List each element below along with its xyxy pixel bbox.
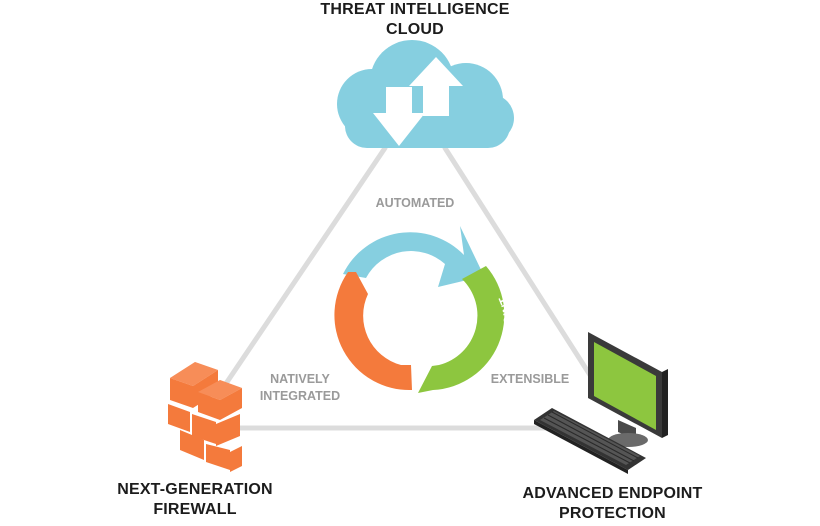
cloud-title-line1: THREAT INTELLIGENCE xyxy=(320,1,510,18)
edge-label-natively-line2: INTEGRATED xyxy=(259,389,341,403)
cycle-ring: CLOUD ENDPOINT NETWORK xyxy=(311,198,515,393)
upload-arrow-icon xyxy=(409,57,463,116)
endpoint-node-title: ADVANCED ENDPOINT PROTECTION xyxy=(500,484,725,524)
edge-label-natively-integrated: NATIVELY INTEGRATED xyxy=(240,371,360,405)
triangle-connectors xyxy=(222,145,593,431)
cloud-node-title: THREAT INTELLIGENCE CLOUD xyxy=(280,0,550,40)
cycle-segment-cloud xyxy=(343,226,484,287)
cloud-title-line2: CLOUD xyxy=(386,21,444,38)
download-arrow-icon xyxy=(373,87,425,146)
cloud-icon xyxy=(337,40,514,148)
edge-label-extensible: EXTENSIBLE xyxy=(470,371,590,388)
endpoint-title-line2: PROTECTION xyxy=(559,505,666,522)
computer-icon xyxy=(588,332,668,447)
edge-label-automated-text: AUTOMATED xyxy=(375,196,455,210)
firewall-title-line1: NEXT-GENERATION xyxy=(117,481,273,498)
edge-cloud-endpoint xyxy=(442,145,593,378)
edge-cloud-firewall xyxy=(222,145,388,388)
endpoint-title-line1: ADVANCED ENDPOINT xyxy=(522,485,703,502)
cycle-segment-network xyxy=(334,272,412,391)
brick-wall-icon xyxy=(168,362,242,472)
firewall-node-title: NEXT-GENERATION FIREWALL xyxy=(100,480,290,520)
keyboard-icon xyxy=(534,408,646,474)
cycle-segment-endpoint xyxy=(418,266,505,393)
firewall-title-line2: FIREWALL xyxy=(153,501,237,518)
cycle-label-cloud: CLOUD xyxy=(388,198,443,217)
edge-label-extensible-text: EXTENSIBLE xyxy=(490,372,570,386)
edge-label-automated: AUTOMATED xyxy=(355,195,475,212)
edge-label-natively-line1: NATIVELY xyxy=(270,372,330,386)
